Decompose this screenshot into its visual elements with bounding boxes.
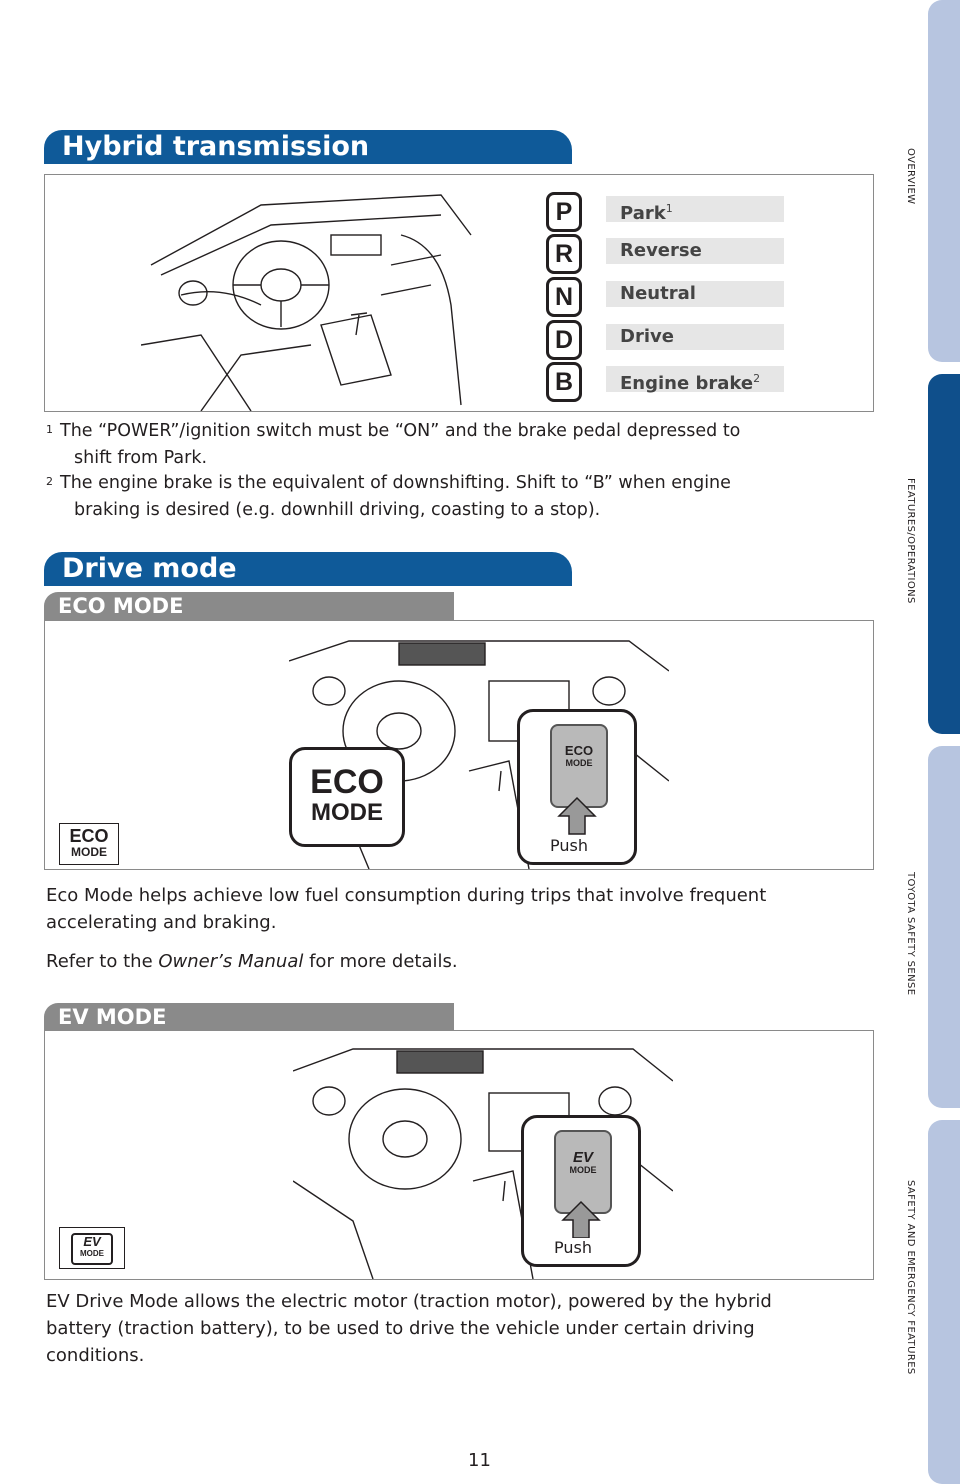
- eco-mode-callout: ECO MODE: [289, 747, 405, 847]
- eco-text-line2: accelerating and braking.: [46, 912, 277, 933]
- ev-dashboard-illustration: [293, 1048, 673, 1279]
- eco-text-line1: Eco Mode helps achieve low fuel consumpt…: [46, 885, 767, 906]
- gear-n-icon: N: [546, 277, 582, 317]
- ev-text-line3: conditions.: [46, 1345, 145, 1366]
- eco-mode-button[interactable]: ECO MODE: [550, 724, 608, 808]
- dashboard-illustration: [141, 194, 472, 411]
- ev-push-label: Push: [554, 1238, 592, 1257]
- eco-mode-refer: Refer to the Owner’s Manual for more det…: [46, 948, 866, 975]
- ev-badge-inner: EV MODE: [71, 1233, 113, 1265]
- refer-suffix: for more details.: [303, 951, 458, 972]
- eco-mode-figure: ECO MODE ECO MODE Push ECO MODE: [44, 620, 874, 870]
- ev-mode-badge-icon: EV MODE: [59, 1227, 125, 1269]
- ev-mode-figure: EV MODE Push EV MODE: [44, 1030, 874, 1280]
- eco-mode-description: Eco Mode helps achieve low fuel consumpt…: [46, 882, 866, 936]
- ev-badge-line2: MODE: [80, 1249, 104, 1258]
- footnote-1-line2: shift from Park.: [74, 448, 208, 468]
- ev-button-line1: EV: [572, 1149, 593, 1166]
- side-tab-safety-sense[interactable]: [928, 746, 960, 1108]
- eco-push-label: Push: [550, 836, 588, 855]
- footnote-2: 2 The engine brake is the equivalent of …: [46, 470, 866, 524]
- ev-mode-subheader: EV MODE: [44, 1003, 454, 1031]
- ev-mode-description: EV Drive Mode allows the electric motor …: [46, 1288, 866, 1369]
- eco-mode-subheader: ECO MODE: [44, 592, 454, 620]
- ev-button-callout: EV MODE Push: [521, 1115, 641, 1267]
- ev-badge-line1: EV: [83, 1234, 101, 1249]
- side-tab-label-safety-emergency: SAFETY AND EMERGENCY FEATURES: [905, 1180, 916, 1375]
- owners-manual-title: Owner’s Manual: [158, 951, 304, 972]
- drive-mode-header: Drive mode: [44, 552, 572, 586]
- push-arrow-icon: [557, 796, 597, 835]
- ev-text-line2: battery (traction battery), to be used t…: [46, 1318, 755, 1339]
- ev-text-line1: EV Drive Mode allows the electric motor …: [46, 1291, 772, 1312]
- gear-b-icon: B: [546, 362, 582, 402]
- eco-callout-line1: ECO: [310, 763, 384, 801]
- side-tab-label-overview: OVERVIEW: [905, 148, 916, 205]
- eco-badge-line1: ECO: [69, 826, 109, 846]
- eco-mode-badge-icon: ECO MODE: [59, 823, 119, 865]
- hybrid-transmission-header: Hybrid transmission: [44, 130, 572, 164]
- side-tab-label-safety-sense: TOYOTA SAFETY SENSE: [905, 872, 916, 996]
- gear-label-drive: Drive: [606, 324, 784, 350]
- page-number: 11: [468, 1450, 491, 1471]
- eco-button-line2: MODE: [565, 758, 593, 768]
- gear-label-reverse: Reverse: [606, 238, 784, 264]
- side-tab-overview[interactable]: [928, 0, 960, 362]
- gear-label-engine-brake: Engine brake2: [606, 366, 784, 394]
- footnote-1-line1: The “POWER”/ignition switch must be “ON”…: [60, 421, 741, 441]
- footnote-2-line1: The engine brake is the equivalent of do…: [60, 473, 731, 493]
- ev-button-line2: MODE: [569, 1165, 597, 1175]
- footnote-2-line2: braking is desired (e.g. downhill drivin…: [74, 500, 601, 520]
- gear-label-park: Park1: [606, 196, 784, 224]
- side-tab-features[interactable]: [928, 374, 960, 734]
- eco-button-callout: ECO MODE Push: [517, 709, 637, 865]
- eco-button-line1: ECO: [564, 743, 594, 758]
- eco-badge-line2: MODE: [71, 845, 107, 859]
- footnote-1: 1 The “POWER”/ignition switch must be “O…: [46, 418, 866, 472]
- footnote-1-number: 1: [46, 423, 53, 436]
- side-tab-safety-emergency[interactable]: [928, 1120, 960, 1484]
- side-tab-label-features: FEATURES/OPERATIONS: [905, 478, 916, 604]
- gear-label-neutral: Neutral: [606, 281, 784, 307]
- gear-r-icon: R: [546, 234, 582, 274]
- footnote-2-number: 2: [46, 475, 53, 488]
- refer-prefix: Refer to the: [46, 951, 159, 972]
- gear-p-icon: P: [546, 192, 582, 232]
- gear-d-icon: D: [546, 320, 582, 360]
- ev-push-arrow-icon: [561, 1200, 601, 1239]
- eco-callout-line2: MODE: [311, 799, 383, 826]
